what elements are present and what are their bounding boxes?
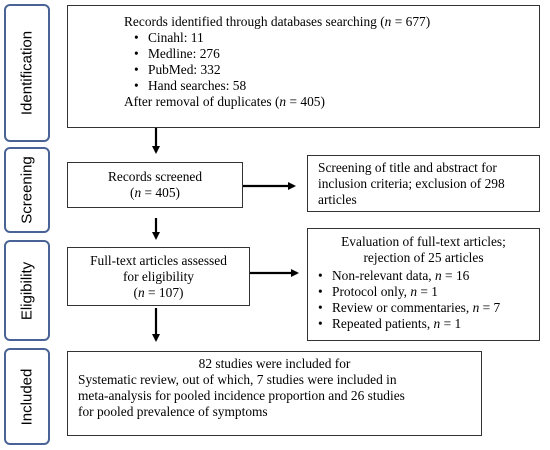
included-line: for pooled prevalence of symptoms bbox=[78, 404, 268, 419]
identification-box: Records identified through databases sea… bbox=[67, 5, 540, 128]
stage-eligibility-text: Eligibility bbox=[18, 261, 36, 320]
records-screened-box: Records screened (n = 405) bbox=[67, 162, 243, 208]
fulltext-line: for eligibility bbox=[122, 269, 195, 284]
source-item: PubMed: 332 bbox=[134, 62, 539, 78]
fulltext-line: Full-text articles assessed bbox=[90, 253, 227, 268]
screening-exclusion-line: Screening of title and abstract for bbox=[318, 160, 497, 175]
source-item: Medline: 276 bbox=[134, 46, 539, 62]
included-line: meta-analysis for pooled incidence propo… bbox=[78, 388, 405, 403]
rejection-line: rejection of 25 articles bbox=[363, 250, 484, 265]
stage-screening-text: Screening bbox=[18, 156, 36, 224]
stage-identification-text: Identification bbox=[18, 30, 36, 116]
rejection-reason: Non-relevant data, n = 16 bbox=[318, 268, 539, 284]
rejection-line: Evaluation of full-text articles; bbox=[341, 234, 506, 249]
records-screened-label: Records screened bbox=[107, 169, 203, 184]
fulltext-count: (n = 107) bbox=[133, 285, 184, 300]
rejection-reasons: Non-relevant data, n = 16 Protocol only,… bbox=[318, 268, 539, 332]
rejection-reason: Review or commentaries, n = 7 bbox=[318, 300, 539, 316]
rejection-reason: Repeated patients, n = 1 bbox=[318, 316, 539, 332]
rejection-reason: Protocol only, n = 1 bbox=[318, 284, 539, 300]
records-screened-count: (n = 405) bbox=[130, 185, 180, 200]
included-studies-box: 82 studies were included for Systematic … bbox=[67, 351, 482, 436]
duplicates-removed-line: After removal of duplicates (n = 405) bbox=[124, 94, 325, 109]
eligibility-exclusion-box: Evaluation of full-text articles; reject… bbox=[307, 228, 540, 341]
source-list: Cinahl: 11 Medline: 276 PubMed: 332 Hand… bbox=[134, 30, 539, 94]
source-item: Cinahl: 11 bbox=[134, 30, 539, 46]
screening-exclusion-line: inclusion criteria; exclusion of 298 bbox=[318, 176, 505, 191]
stage-label-screening: Screening bbox=[4, 147, 50, 233]
fulltext-assessed-box: Full-text articles assessed for eligibil… bbox=[67, 247, 250, 306]
stage-label-identification: Identification bbox=[4, 4, 50, 142]
records-identified-line: Records identified through databases sea… bbox=[124, 14, 431, 29]
source-item: Hand searches: 58 bbox=[134, 78, 539, 94]
stage-included-text: Included bbox=[18, 368, 36, 425]
stage-label-eligibility: Eligibility bbox=[4, 240, 50, 341]
included-line: 82 studies were included for bbox=[198, 356, 351, 371]
included-line: Systematic review, out of which, 7 studi… bbox=[78, 372, 397, 387]
screening-exclusion-box: Screening of title and abstract for incl… bbox=[307, 155, 540, 212]
stage-label-included: Included bbox=[4, 348, 50, 445]
screening-exclusion-line: articles bbox=[318, 192, 357, 207]
